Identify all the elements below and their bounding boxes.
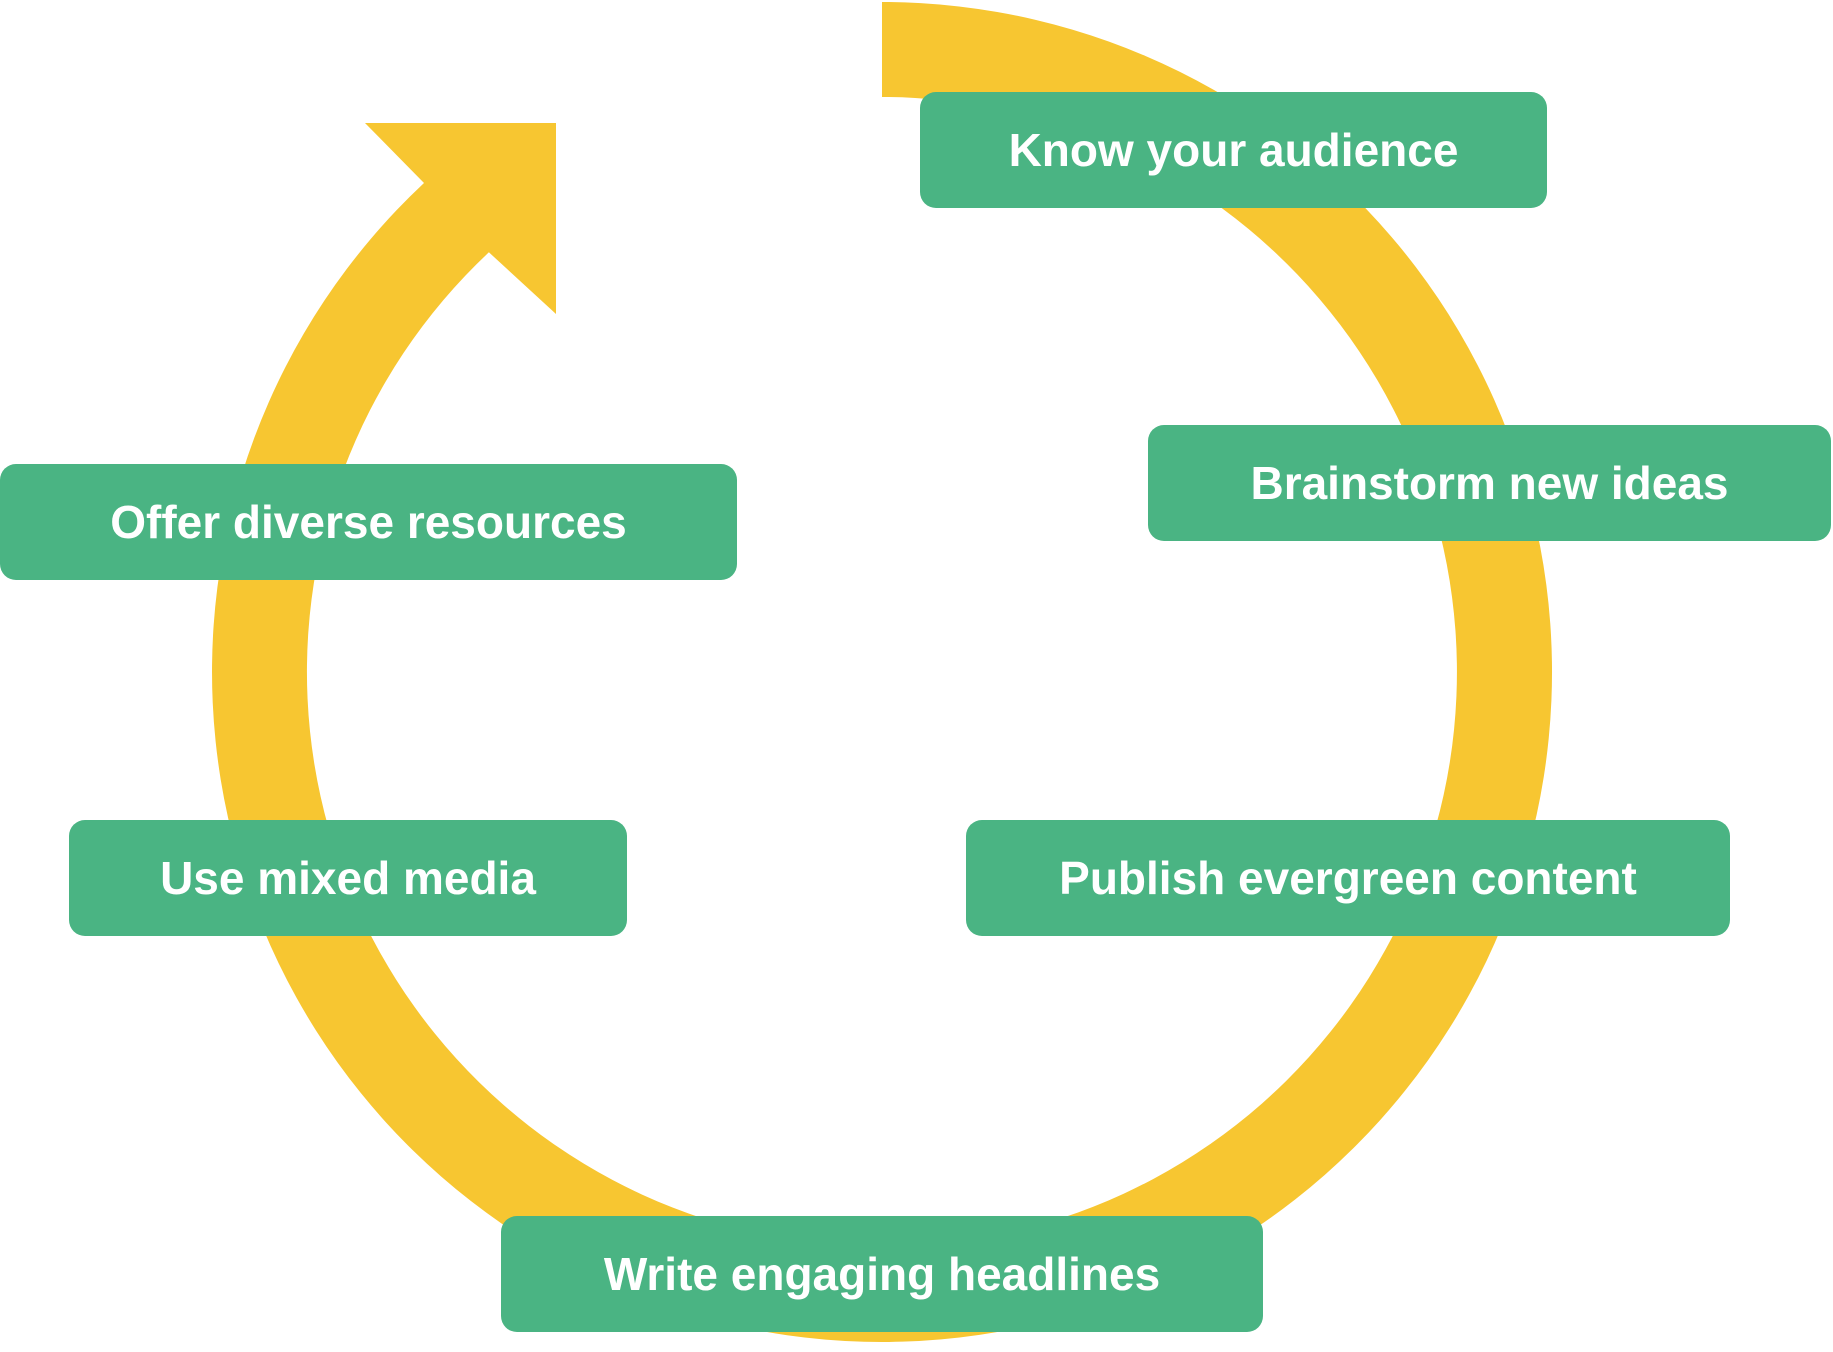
step-use-mixed-media: Use mixed media [69, 820, 627, 936]
step-label: Use mixed media [160, 852, 536, 904]
step-publish-evergreen-content: Publish evergreen content [966, 820, 1730, 936]
step-write-engaging-headlines: Write engaging headlines [501, 1216, 1263, 1332]
step-label: Write engaging headlines [603, 1248, 1161, 1300]
step-offer-diverse-resources: Offer diverse resources [0, 464, 737, 580]
step-label: Publish evergreen content [1059, 852, 1637, 904]
step-label: Offer diverse resources [110, 496, 627, 548]
step-brainstorm-new-ideas: Brainstorm new ideas [1148, 425, 1831, 541]
step-label: Brainstorm new ideas [1250, 457, 1729, 509]
step-know-your-audience: Know your audience [920, 92, 1547, 208]
step-label: Know your audience [1008, 124, 1459, 176]
